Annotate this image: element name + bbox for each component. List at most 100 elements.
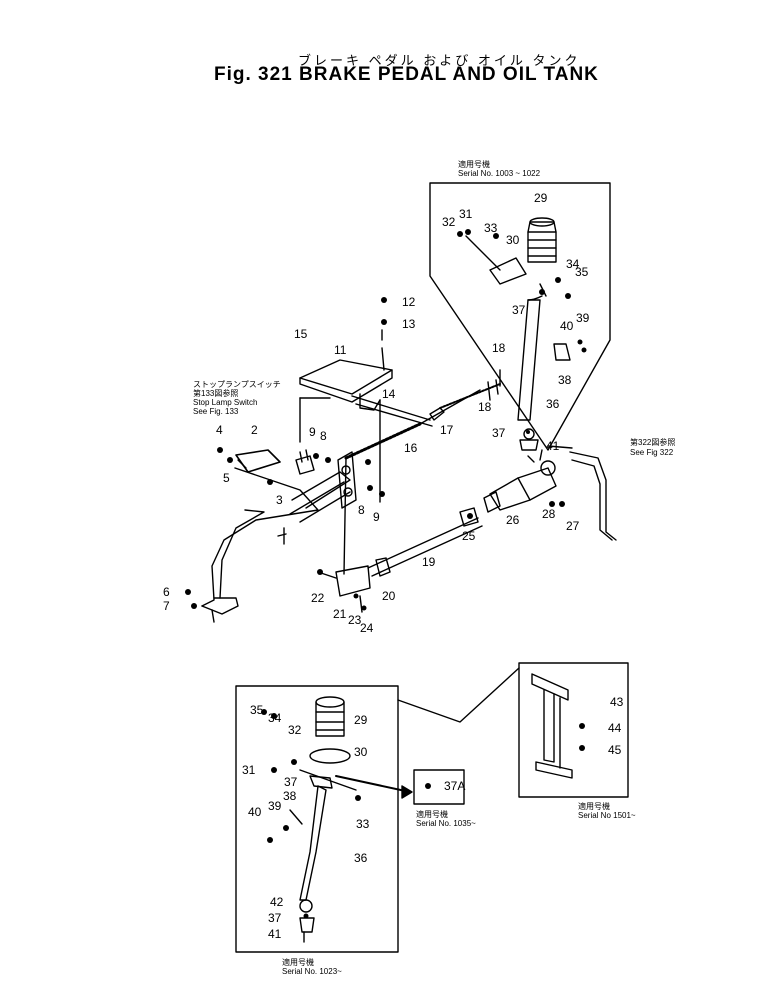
callout: 44 [608, 721, 622, 735]
callout: 37 [512, 303, 526, 317]
callout: 37 [284, 775, 298, 789]
serial-1023-note: Serial No. 1023~ [282, 967, 342, 976]
callout: 7 [163, 599, 170, 613]
callout: 29 [534, 191, 548, 205]
callout: 5 [223, 471, 230, 485]
rod-17 [439, 383, 501, 409]
callout: 43 [610, 695, 624, 709]
callout: 27 [566, 519, 580, 533]
bracket-link-line [397, 667, 520, 723]
serial-1501-note: Serial No 1501~ [578, 811, 636, 820]
callout: 39 [576, 311, 590, 325]
callout: 12 [402, 295, 416, 309]
support-bracket [531, 673, 573, 779]
callout: 23 [348, 613, 362, 627]
pivot-link [337, 451, 357, 509]
callout: 9 [309, 425, 316, 439]
callout: 39 [268, 799, 282, 813]
callout: 17 [440, 423, 454, 437]
callout: 30 [354, 745, 368, 759]
callout: 37 [268, 911, 282, 925]
clevis [335, 565, 371, 597]
callout: 26 [506, 513, 520, 527]
callout: 41 [546, 439, 560, 453]
callout: 28 [542, 507, 556, 521]
callout: 33 [484, 221, 498, 235]
figure-title-jp: ブレーキ ペダル および オイル タンク [298, 53, 581, 68]
callout: 34 [268, 711, 282, 725]
oil-tank-bottom [315, 696, 345, 737]
callout: 34 [566, 257, 580, 271]
fig322-see: See Fig 322 [630, 448, 674, 457]
stop-lamp-label: Stop Lamp Switch [193, 398, 258, 407]
top-serial-note: Serial No. 1003 ~ 1022 [458, 169, 541, 178]
callout: 4 [216, 423, 223, 437]
callout: 8 [358, 503, 365, 517]
callout: 14 [382, 387, 396, 401]
callout: 20 [382, 589, 396, 603]
tank-band-bottom [309, 748, 351, 764]
callout: 40 [248, 805, 262, 819]
stop-lamp-switch [295, 449, 315, 475]
callout: 41 [268, 927, 282, 941]
oil-tank-top [527, 217, 557, 263]
master-cylinder [483, 449, 557, 513]
serial-1035-jp: 適用号機 [416, 810, 448, 819]
callout: 18 [492, 341, 506, 355]
stop-lamp-jp: ストップランプスイッチ [193, 380, 281, 389]
brake-pedal [201, 449, 351, 623]
hose-fig322 [569, 451, 617, 541]
callout: 40 [560, 319, 574, 333]
callout: 31 [242, 763, 256, 777]
callout: 13 [402, 317, 416, 331]
callout: 42 [270, 895, 284, 909]
callout: 16 [404, 441, 418, 455]
bracket-frame [518, 662, 629, 798]
callout: 6 [163, 585, 170, 599]
callout: 9 [373, 510, 380, 524]
callout: 35 [250, 703, 264, 717]
callout: 35 [575, 265, 589, 279]
top-tank-frame [429, 182, 611, 451]
callout: 11 [334, 343, 347, 357]
callout: 36 [354, 851, 368, 865]
callout: 8 [320, 429, 327, 443]
callout: 22 [311, 591, 325, 605]
stop-lamp-ref-jp: 第133図参照 [193, 389, 239, 398]
serial-1035-note: Serial No. 1035~ [416, 819, 476, 828]
callout: 37 [492, 426, 506, 440]
callout: 33 [356, 817, 370, 831]
callout: 32 [288, 723, 302, 737]
brake-tube-top [517, 299, 541, 421]
bottom-tank-frame [235, 685, 399, 953]
callout: 37A [444, 779, 466, 793]
pointer-37a [335, 775, 411, 793]
callout: 25 [462, 529, 476, 543]
inset-37a-box [413, 769, 465, 805]
top-serial-jp: 適用号機 [458, 160, 490, 169]
brake-tube-bottom [299, 785, 327, 901]
callout: 32 [442, 215, 456, 229]
callout: 21 [333, 607, 347, 621]
callout: 2 [251, 423, 258, 437]
figure-title: Fig. 321 BRAKE PEDAL AND OIL TANK [214, 64, 599, 85]
callout: 31 [459, 207, 473, 221]
callout: 36 [546, 397, 560, 411]
callout: 19 [422, 555, 436, 569]
callout: 45 [608, 743, 622, 757]
return-spring [344, 422, 422, 460]
callout: 18 [478, 400, 492, 414]
callout: 38 [558, 373, 572, 387]
serial-1501-jp: 適用号機 [578, 802, 610, 811]
stop-lamp-see: See Fig. 133 [193, 407, 239, 416]
callout: 24 [360, 621, 374, 635]
serial-1023-jp: 適用号機 [282, 958, 314, 967]
callout: 29 [354, 713, 368, 727]
callout: 3 [276, 493, 283, 507]
tank-band-top [489, 257, 527, 285]
callout: 15 [294, 327, 308, 341]
callout: 30 [506, 233, 520, 247]
callout: 38 [283, 789, 297, 803]
fig322-ref-jp: 第322図参照 [630, 438, 676, 447]
